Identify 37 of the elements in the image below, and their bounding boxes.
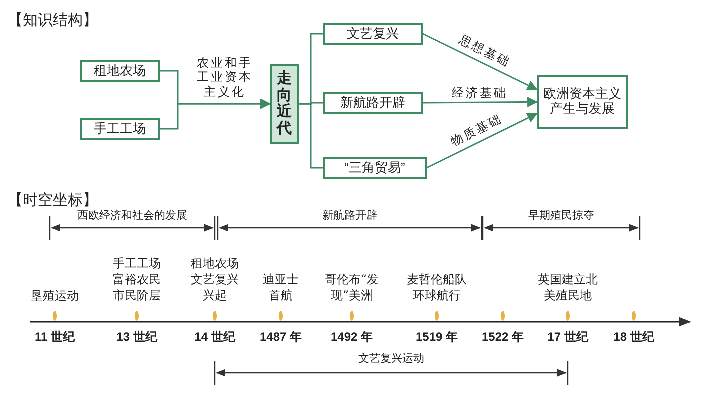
event-label: 垦殖运动 — [30, 288, 80, 304]
concept-box: 新航路开辟 — [323, 92, 423, 114]
concept-box: “三角贸易” — [323, 157, 427, 179]
concept-box: 租地农场 — [80, 60, 160, 82]
year-label: 1492 年 — [330, 329, 374, 346]
year-label: 14 世纪 — [194, 329, 236, 346]
concept-box: 手工工场 — [80, 118, 160, 140]
edge-label: 物质基础 — [448, 110, 506, 151]
section-heading: 【知识结构】 — [8, 11, 98, 31]
year-label: 1522 年 — [482, 329, 524, 346]
year-label: 13 世纪 — [116, 329, 158, 346]
connector-arrow — [426, 113, 538, 169]
concept-box: 文艺复兴 — [323, 23, 423, 45]
edge-label: 农业和手工业资本主义化 — [196, 56, 254, 100]
year-label: 11 世纪 — [34, 329, 76, 346]
range-label: 新航路开辟 — [322, 208, 378, 224]
event-label: 迪亚士首航 — [262, 272, 300, 304]
connector-arrow — [160, 98, 272, 130]
concept-box: 欧洲资本主义产生与发展 — [537, 75, 628, 129]
range-label: 早期殖民掠夺 — [528, 208, 594, 224]
event-label: 英国建立北美殖民地 — [537, 272, 599, 304]
edge-label: 经济基础 — [452, 84, 508, 102]
connector-arrow — [423, 97, 538, 108]
year-label: 17 世纪 — [548, 329, 588, 346]
edge-label: 思想基础 — [456, 32, 514, 72]
year-label: 18 世纪 — [614, 329, 654, 346]
event-label: 租地农场文艺复兴兴起 — [190, 255, 240, 304]
range-label: 西欧经济和社会的发展 — [78, 208, 188, 224]
section-heading: 【时空坐标】 — [8, 191, 98, 210]
year-label: 1519 年 — [416, 329, 458, 346]
year-label: 1487 年 — [260, 329, 302, 346]
event-label: 麦哲伦船队环球航行 — [406, 272, 468, 304]
highlight-box: 走向近代 — [270, 64, 299, 144]
event-label: 哥伦布“发现”美洲 — [324, 272, 380, 304]
range-label: 文艺复兴运动 — [358, 351, 424, 367]
connector-arrow — [422, 33, 538, 90]
event-label: 手工工场富裕农民市民阶层 — [112, 255, 162, 304]
